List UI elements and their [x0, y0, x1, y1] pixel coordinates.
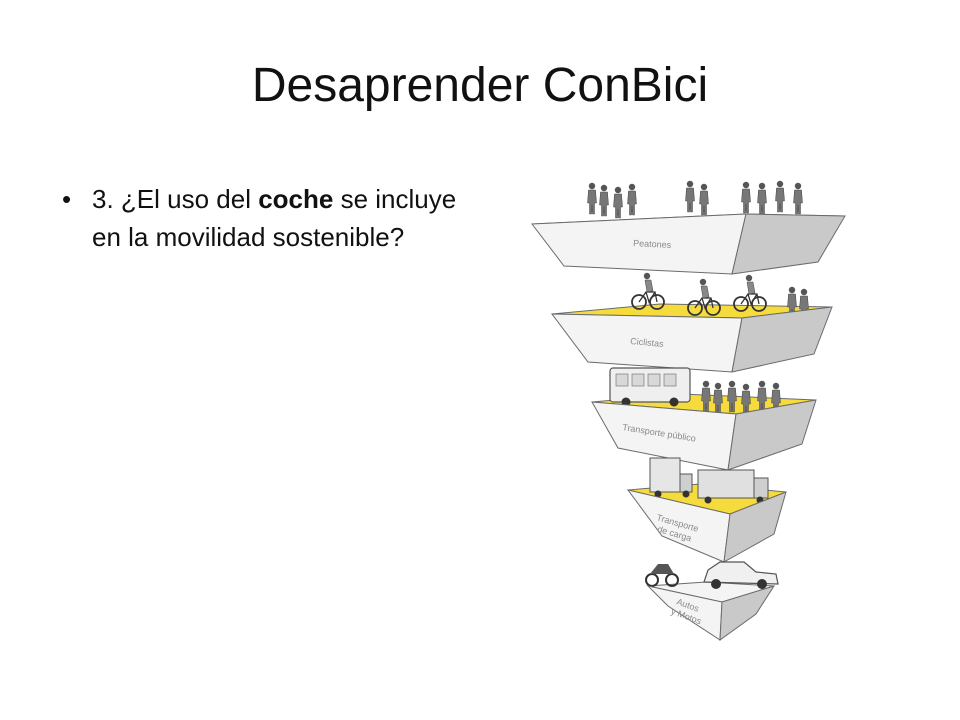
tier-label-ciclistas: Ciclistas — [630, 336, 665, 349]
pedestrians-icon — [587, 180, 803, 219]
mobility-pyramid: Peatones Ciclistas — [531, 180, 846, 642]
bullet-text-after: se incluye en la movilidad sostenible? — [92, 184, 457, 252]
bullet-text-emphasis: coche — [258, 184, 334, 214]
tier-transporte-de-carga: Transporte de carga — [626, 457, 787, 563]
slide-title: Desaprender ConBici — [251, 59, 709, 112]
tier-ciclistas: Ciclistas — [550, 271, 833, 373]
car-motorcycle-icon — [645, 561, 779, 589]
bullet-list: • 3. ¿El uso del coche se incluye en la m… — [62, 180, 462, 256]
tier-autos-y-motos: Autos y Motos — [645, 561, 779, 642]
trucks-icon — [649, 457, 769, 504]
bullet-text-before: 3. ¿El uso del — [92, 184, 259, 214]
bullet-dot-icon: • — [62, 184, 72, 214]
tier-label-peatones: Peatones — [633, 238, 672, 250]
bus-icon — [609, 367, 781, 416]
bullet-item: • 3. ¿El uso del coche se incluye en la m… — [62, 180, 462, 256]
tier-transporte-publico: Transporte público — [591, 367, 817, 471]
tier-peatones: Peatones — [531, 180, 846, 275]
